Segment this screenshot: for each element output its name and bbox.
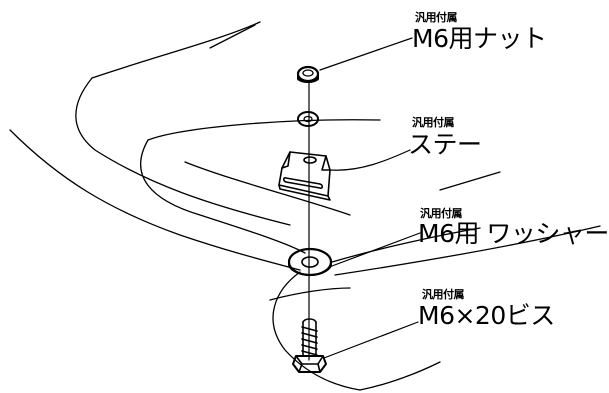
small-washer-part — [297, 111, 319, 127]
m6x20-screw-part — [292, 318, 327, 373]
m6-washer-part — [287, 247, 333, 277]
screw-leader — [323, 321, 419, 359]
stay-tag-label: 汎用付属 — [412, 116, 455, 129]
washer-name-label: M6用 ワッシャー — [418, 219, 609, 248]
screw-name-label: M6×20ビス — [418, 301, 555, 330]
nut-tag-label: 汎用付属 — [415, 11, 458, 24]
washer-leader — [331, 232, 421, 267]
m6-nut-part — [296, 65, 320, 83]
body-panel-outline — [9, 21, 601, 391]
nut-leader — [319, 37, 413, 71]
stay-bracket-part — [278, 149, 411, 201]
nut-name-label: M6用ナット — [412, 24, 547, 53]
screw-tag-label: 汎用付属 — [422, 288, 465, 301]
washer-tag-label: 汎用付属 — [420, 207, 463, 220]
leader-lines — [319, 37, 421, 359]
stay-name-label: ステー — [408, 130, 482, 159]
